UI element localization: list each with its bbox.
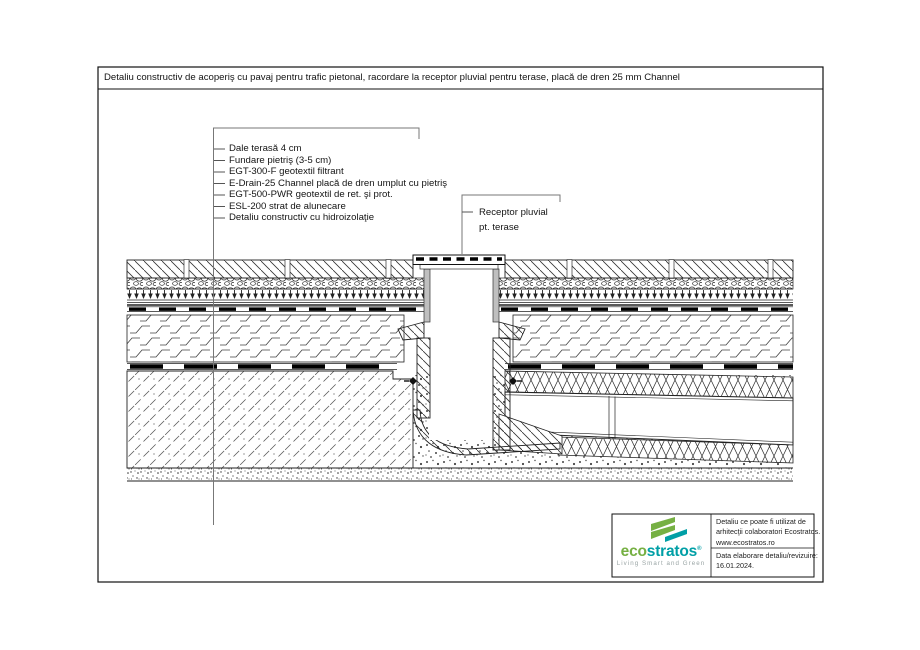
stamp-frame — [611, 513, 815, 578]
wordmark-reg-mark: ® — [697, 546, 702, 552]
revision-date: 16.01.2024. — [716, 561, 754, 571]
callout-dale-terasa: Dale terasă 4 cm — [229, 143, 302, 154]
usage-note-line1: Detaliu ce poate fi utilizat de — [716, 517, 806, 526]
waterproofing-membrane — [127, 363, 793, 370]
clamp-screws — [404, 377, 522, 385]
callout-hidroizolatie: Detaliu constructiv cu hidroizolaţie — [229, 212, 375, 223]
drainboard-layer — [127, 288, 793, 299]
sliding-layer — [127, 306, 793, 312]
sheet-frame — [97, 66, 824, 583]
stamp-revision: Data elaborare detaliu/revizuire: 16.01.… — [716, 551, 818, 572]
rainwater-receptor — [397, 254, 526, 451]
wordmark-eco: eco — [620, 543, 647, 561]
callout-leader — [213, 127, 420, 525]
callout-egt-500-pwr: EGT-500-PWR geotextil de ret. şi prot. — [229, 189, 393, 200]
sheet-title: Detaliu constructiv de acoperiş cu pavaj… — [104, 72, 680, 83]
insulation-layer — [126, 314, 794, 363]
concrete-slab — [126, 370, 414, 469]
callout-egt-300-f: EGT-300-F geotextil filtrant — [229, 166, 344, 177]
stamp-usage-note: Detaliu ce poate fi utilizat de arhitecţ… — [716, 517, 820, 548]
receptor-label-line2: pt. terase — [479, 222, 519, 233]
usage-note-line2: arhitecţii colaboratori Ecostratos. — [716, 527, 821, 537]
drain-sump-bowl — [412, 409, 561, 456]
wordmark-stratos: stratos — [646, 543, 698, 561]
brand-tagline: Living Smart and Green — [616, 560, 706, 567]
usage-note-link: www.ecostratos.ro — [716, 537, 775, 547]
receptor-leader — [461, 194, 561, 254]
revision-label: Data elaborare detaliu/revizuire: — [716, 551, 818, 560]
ecostratos-wordmark: ecostratos® — [610, 540, 712, 561]
receptor-label: Receptor pluvial pt. terase — [479, 205, 548, 235]
paving-layer — [126, 259, 794, 279]
ecostratos-logo-icon — [651, 517, 687, 542]
bedding-strip — [127, 467, 793, 482]
callout-e-drain-25: E-Drain-25 Channel placă de dren umplut … — [229, 177, 448, 189]
callout-fundare-pietris: Fundare pietriş (3-5 cm) — [229, 154, 332, 166]
geotextile-lines — [127, 299, 793, 306]
callout-esl-200: ESL-200 strat de alunecare — [229, 200, 346, 212]
receptor-label-line1: Receptor pluvial — [479, 207, 548, 218]
